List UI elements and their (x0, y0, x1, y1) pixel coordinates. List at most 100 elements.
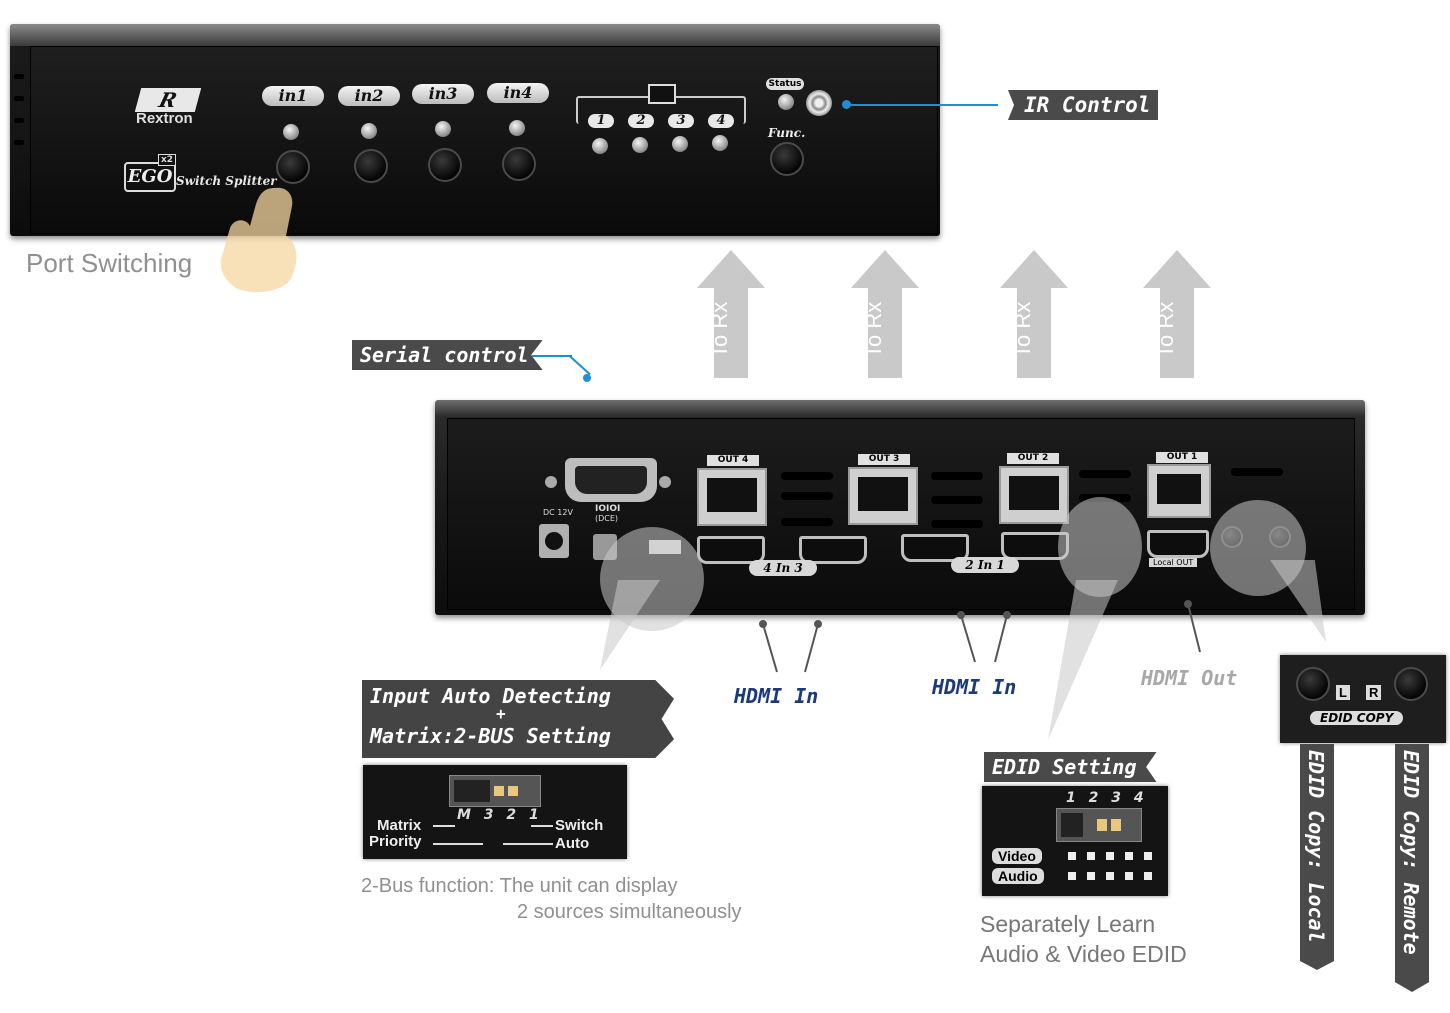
hdmi-in-port-4[interactable] (697, 536, 765, 564)
status-label: Status (766, 78, 804, 90)
edid-copy-remote-text: EDID Copy: Remote (1399, 750, 1423, 955)
input-label-in3: in3 (412, 84, 474, 104)
auto-detect-line1: Input Auto Detecting (370, 684, 611, 708)
edid-copy-remote-button-zoom (1394, 667, 1428, 701)
rj45-out-3[interactable] (848, 467, 918, 525)
input-led-3 (435, 121, 451, 137)
side-vent (14, 96, 24, 101)
vent-slot (781, 518, 833, 526)
auto-label: Auto (555, 835, 590, 852)
priority-label: Priority (369, 833, 422, 850)
edid-dip-inset: 1 2 3 4 Video Audio (982, 786, 1168, 896)
in-group-a-right: 3 (794, 561, 803, 575)
slide-switch-body (449, 775, 541, 807)
input-label-in2: in2 (338, 86, 400, 106)
edid-copy-caption: EDID COPY (1310, 711, 1404, 725)
port-switching-label: Port Switching (26, 248, 193, 278)
output-number-4: 4 (708, 114, 734, 128)
hdmi-in-port-3[interactable] (799, 536, 867, 564)
to-rx-arrow-2: To Rx (851, 250, 919, 378)
vent-slot (931, 472, 983, 480)
input-led-4 (509, 120, 525, 136)
input-button-2[interactable] (354, 149, 388, 183)
edid-dip-switch (1056, 808, 1142, 842)
hdmi-in-port-1[interactable] (1001, 532, 1069, 560)
separately-line1: Separately Learn (980, 911, 1156, 937)
edid-copy-local-tag: EDID Copy: Local (1300, 744, 1334, 970)
input-label-in1: in1 (262, 86, 324, 106)
output-led-4 (712, 135, 728, 151)
func-button[interactable] (770, 142, 804, 176)
out-port-label-1: OUT 1 (1156, 452, 1208, 463)
ego-x2-mark: x2 (158, 154, 177, 166)
serial-control-tag: Serial control (352, 340, 543, 370)
hdmi-local-out-port[interactable] (1147, 530, 1209, 558)
front-top-lip (10, 24, 940, 46)
out-port-label-4: OUT 4 (707, 455, 759, 466)
monitor-icon (648, 84, 676, 104)
in-group-a-label: In (775, 561, 791, 575)
screw-icon (545, 476, 557, 488)
rear-panel-device: IOIOI (DCE) DC 12V OUT 4 OUT 3 OUT 2 OUT… (435, 400, 1365, 615)
inset-connector (433, 843, 483, 845)
brand-name: Rextron (136, 110, 193, 127)
input-led-2 (361, 123, 377, 139)
ir-leader-line (846, 104, 998, 106)
input-led-1 (283, 124, 299, 140)
vent-slot (781, 472, 833, 480)
input-button-1[interactable] (276, 150, 310, 184)
front-panel-device: R Rextron EGO x2 Switch Splitter in1 in2… (10, 24, 940, 236)
power-label: DC 12V (543, 508, 573, 517)
side-vent (14, 140, 24, 145)
edid-copy-local-text: EDID Copy: Local (1304, 750, 1328, 943)
edid-copy-r: R (1366, 685, 1382, 700)
in-group-b-right: 1 (996, 558, 1005, 572)
serial-port-label: IOIOI (595, 504, 621, 514)
product-subtitle: Switch Splitter (176, 174, 277, 188)
matrix-switch-inset: M 3 2 1 Matrix Priority Switch Auto (363, 765, 627, 859)
inset-connector (503, 843, 553, 845)
hdmi-out-label: HDMI Out (1141, 666, 1238, 690)
vent-slot (1079, 470, 1131, 478)
to-rx-arrow-3: To Rx (1000, 250, 1068, 378)
edid-copy-inset: L R EDID COPY (1280, 655, 1446, 743)
auto-detect-line2: Matrix:2-BUS Setting (370, 724, 611, 748)
audio-dots (1068, 872, 1154, 880)
hdmi-in-label-a: HDMI In (734, 684, 819, 708)
side-vent (14, 74, 24, 79)
dc-power-jack[interactable] (539, 524, 569, 558)
ir-leader-dot (842, 100, 851, 109)
switch-label: Switch (555, 817, 604, 834)
hdmi-in-port-2[interactable] (901, 534, 969, 562)
hdmi-in-label-b: HDMI In (932, 675, 1017, 699)
rj45-out-2[interactable] (999, 466, 1069, 524)
vent-slot (931, 520, 983, 528)
auto-detect-tag: Input Auto Detecting + Matrix:2-BUS Sett… (362, 680, 674, 758)
inset-connector (531, 825, 553, 827)
edid-dip-numbers: 1 2 3 4 (1066, 790, 1148, 806)
inset-connector (433, 825, 455, 827)
output-number-2: 2 (628, 114, 654, 128)
in-group-b-left: 2 (965, 558, 974, 572)
edid-copy-remote-tag: EDID Copy: Remote (1395, 744, 1429, 992)
video-label: Video (992, 848, 1042, 864)
front-faceplate (30, 46, 938, 234)
status-led (778, 94, 794, 110)
input-button-3[interactable] (428, 148, 462, 182)
input-button-4[interactable] (502, 147, 536, 181)
out-port-label-3: OUT 3 (858, 454, 910, 465)
two-bus-line1: 2-Bus function: The unit can display (361, 875, 678, 897)
two-bus-line2: 2 sources simultaneously (517, 901, 742, 923)
vent-slot (1231, 468, 1283, 476)
local-out-label: Local OUT (1149, 558, 1198, 567)
rj45-out-4[interactable] (697, 468, 767, 526)
in-group-a-left: 4 (763, 561, 772, 575)
serial-leader-dot (583, 374, 591, 382)
screw-icon (659, 476, 671, 488)
rj45-out-1[interactable] (1147, 464, 1211, 518)
in-group-pill-a: 4 In 3 (749, 560, 817, 576)
serial-leader-line (532, 355, 572, 357)
vent-slot (781, 492, 833, 500)
serial-port-db9[interactable] (565, 458, 657, 502)
